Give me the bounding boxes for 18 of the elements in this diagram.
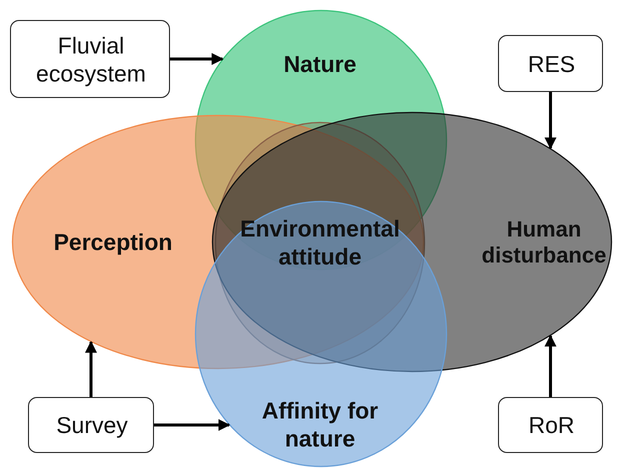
arrow <box>544 334 556 397</box>
ellipse-label: Human disturbance <box>480 216 608 270</box>
box-label: RES <box>526 50 576 78</box>
ellipse-label: Environmental attitude <box>239 215 401 271</box>
source-box <box>10 20 170 98</box>
arrow <box>85 340 97 397</box>
arrow <box>154 419 230 431</box>
box-label: Survey <box>55 412 129 440</box>
arrow <box>544 92 556 150</box>
box-label: RoR <box>527 412 576 440</box>
ellipse-label: Affinity for nature <box>260 397 380 453</box>
source-box <box>28 397 154 453</box>
box-label: Fluvial ecosystem <box>35 32 147 88</box>
source-box <box>498 35 603 92</box>
ellipse-label: Nature <box>282 51 358 79</box>
ellipse-label: Perception <box>52 229 174 257</box>
source-box <box>498 397 603 453</box>
arrow <box>170 53 224 65</box>
